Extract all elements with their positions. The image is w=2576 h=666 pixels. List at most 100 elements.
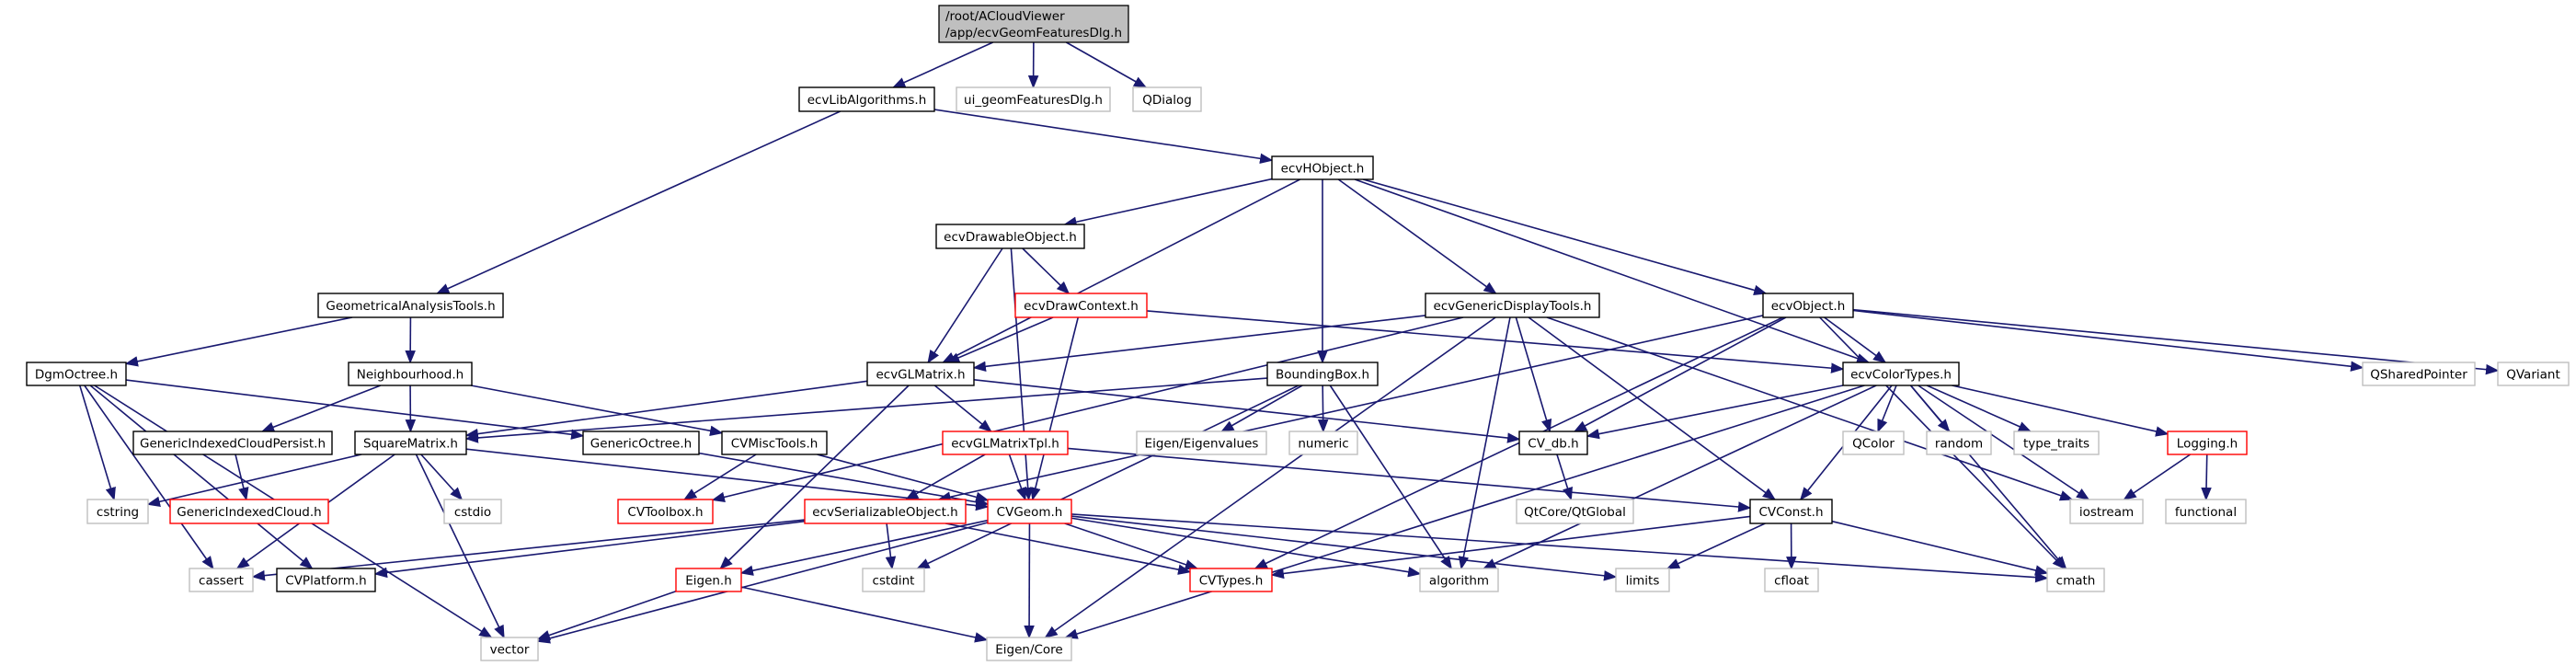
node-box xyxy=(443,499,502,524)
edge-ecvobject-h-to-qsharedpointer xyxy=(1852,309,2364,372)
edge-ecvcolortypes-h-to-eigen-core xyxy=(1064,385,1865,639)
edge-squarematrix-h-to-cvgeom-h xyxy=(465,448,990,511)
node-box xyxy=(2046,568,2105,592)
node-box xyxy=(2497,362,2570,386)
edge-ecvgenericdisplaytools-h-to-ecvglmatrix-h xyxy=(972,315,1426,373)
node-ecvserializableobject-h[interactable]: ecvSerializableObject.h xyxy=(804,499,967,524)
node-box xyxy=(276,568,376,592)
node-ecvcolortypes-h[interactable]: ecvColorTypes.h xyxy=(1842,362,1960,386)
node-cstring: cstring xyxy=(86,499,149,524)
node-cv-db-h[interactable]: CV_db.h xyxy=(1518,431,1588,455)
node-genericoctree-h[interactable]: GenericOctree.h xyxy=(582,431,700,455)
edge-neighbourhood-h-to-genericindexedcloudpersist-h xyxy=(260,385,382,432)
node-box xyxy=(935,224,1085,249)
node-box xyxy=(1425,293,1600,318)
node-box xyxy=(956,86,1111,112)
edge-ecvdrawableobject-h-to-cvgeom-h xyxy=(1010,247,1034,501)
node-box xyxy=(1516,499,1634,524)
node-ecvhobject-h[interactable]: ecvHObject.h xyxy=(1271,155,1374,180)
edge-ecvhobject-h-to-ecvglmatrix-h xyxy=(942,178,1300,363)
node-eigen-h[interactable]: Eigen.h xyxy=(675,568,742,592)
edge-ecvgenericdisplaytools-h-to-iostream xyxy=(1546,316,2074,501)
node-label: Eigen/Core xyxy=(995,643,1063,658)
node-label: algorithm xyxy=(1429,574,1489,589)
node-genericindexedcloud-h[interactable]: GenericIndexedCloud.h xyxy=(169,499,329,524)
edge-cvgeom-h-to-algorithm xyxy=(1070,517,1422,578)
node-label: ecvColorTypes.h xyxy=(1850,368,1952,383)
node-label: ecvGenericDisplayTools.h xyxy=(1434,299,1592,314)
node-box xyxy=(675,568,742,592)
node-label: Eigen.h xyxy=(685,574,732,589)
node-label: CVPlatform.h xyxy=(285,574,366,589)
node-box xyxy=(2013,431,2100,455)
edge-boundingbox-h-to-eigen-eigenvalues xyxy=(1220,385,1303,432)
node-ecvgenericdisplaytools-h[interactable]: ecvGenericDisplayTools.h xyxy=(1425,293,1600,318)
node-genericindexedcloudpersist-h[interactable]: GenericIndexedCloudPersist.h xyxy=(132,431,333,455)
edge-cvconst-h-to-limits xyxy=(1666,522,1766,569)
node-qtcore-qtglobal: QtCore/QtGlobal xyxy=(1516,499,1634,524)
node-algorithm: algorithm xyxy=(1419,568,1499,592)
node-cvplatform-h[interactable]: CVPlatform.h xyxy=(276,568,376,592)
node-cvtypes-h[interactable]: CVTypes.h xyxy=(1189,568,1273,592)
edge-genericindexedcloudpersist-h-to-genericindexedcloud-h xyxy=(235,454,249,501)
node-ecvglmatrix-h[interactable]: ecvGLMatrix.h xyxy=(866,362,975,386)
node-label: iostream xyxy=(2079,505,2134,520)
node-eigen-core: Eigen/Core xyxy=(986,637,1072,661)
node-box xyxy=(1926,431,1992,455)
edge-ecvdrawableobject-h-to-ecvglmatrix-h xyxy=(927,247,1003,364)
node-cmath: cmath xyxy=(2046,568,2105,592)
node-squarematrix-h[interactable]: SquareMatrix.h xyxy=(354,431,467,455)
edge-squarematrix-h-to-vector xyxy=(415,454,505,639)
node-neighbourhood-h[interactable]: Neighbourhood.h xyxy=(348,362,473,386)
node-box xyxy=(986,637,1072,661)
node-cvconst-h[interactable]: CVConst.h xyxy=(1749,499,1833,524)
edge-boundingbox-h-to-squarematrix-h xyxy=(464,377,1268,443)
edge-cv-db-h-to-qtcore-qtglobal xyxy=(1556,454,1573,501)
edge-ecvcolortypes-h-to-qcolor xyxy=(1877,385,1897,433)
node-label: ecvSerializableObject.h xyxy=(812,505,957,520)
node-box xyxy=(1014,293,1148,318)
node-box xyxy=(189,568,254,592)
edge-squarematrix-h-to-cstring xyxy=(146,454,362,507)
node-label: QtCore/QtGlobal xyxy=(1524,505,1626,520)
edge-cvgeom-h-to-vector xyxy=(536,522,989,644)
node-box xyxy=(1518,431,1588,455)
node-dgmoctree-h[interactable]: DgmOctree.h xyxy=(26,362,127,386)
edge-ecvgenericdisplaytools-h-to-cv-db-h xyxy=(1515,316,1552,433)
node-ecvglmatrixtpl-h[interactable]: ecvGLMatrixTpl.h xyxy=(942,431,1069,455)
node-root-file[interactable]: /root/ACloudViewer /app/ecvGeomFeaturesD… xyxy=(938,5,1129,43)
node-ecvobject-h[interactable]: ecvObject.h xyxy=(1762,293,1854,318)
node-ecvlibalgorithms-h[interactable]: ecvLibAlgorithms.h xyxy=(798,86,935,112)
node-box xyxy=(798,86,935,112)
node-cvgeom-h[interactable]: CVGeom.h xyxy=(987,499,1072,524)
node-box xyxy=(2069,499,2144,524)
node-cfloat: cfloat xyxy=(1764,568,1819,592)
node-label: CVMiscTools.h xyxy=(731,437,819,452)
edge-ecvlibalgorithms-h-to-geometricalanalysistools-h xyxy=(435,110,841,294)
node-label: DgmOctree.h xyxy=(35,368,118,383)
node-cvtoolbox-h[interactable]: CVToolbox.h xyxy=(617,499,714,524)
node-ecvdrawcontext-h[interactable]: ecvDrawContext.h xyxy=(1014,293,1148,318)
node-geometricalanalysistools-h[interactable]: GeometricalAnalysisTools.h xyxy=(317,293,504,318)
edge-cvconst-h-to-cmath xyxy=(1831,520,2049,576)
node-label: GenericIndexedCloudPersist.h xyxy=(140,437,326,452)
nodes-layer: /root/ACloudViewer /app/ecvGeomFeaturesD… xyxy=(26,5,2570,661)
node-label: GenericIndexedCloud.h xyxy=(177,505,321,520)
node-label: SquareMatrix.h xyxy=(363,437,458,452)
node-logging-h[interactable]: Logging.h xyxy=(2167,431,2248,455)
edge-cvconst-h-to-cvtypes-h xyxy=(1270,515,1751,580)
node-label: random xyxy=(1935,437,1983,452)
edge-ecvcolortypes-h-to-type-traits xyxy=(1926,385,2032,432)
node-label: Neighbourhood.h xyxy=(357,368,464,383)
node-cvmisctools-h[interactable]: CVMiscTools.h xyxy=(721,431,828,455)
edge-dgmoctree-h-to-genericoctree-h xyxy=(125,379,585,440)
edge-ecvglmatrix-h-to-cv-db-h xyxy=(973,379,1521,443)
edge-ecvcolortypes-h-to-logging-h xyxy=(1952,385,2170,437)
node-label: GeometricalAnalysisTools.h xyxy=(326,299,495,314)
edge-ecvcolortypes-h-to-cv-db-h xyxy=(1586,385,1844,440)
node-box xyxy=(862,568,925,592)
node-ecvdrawableobject-h[interactable]: ecvDrawableObject.h xyxy=(935,224,1085,249)
edge-geometricalanalysistools-h-to-dgmoctree-h xyxy=(124,316,353,367)
edge-dgmoctree-h-to-cstring xyxy=(78,385,116,501)
node-boundingbox-h[interactable]: BoundingBox.h xyxy=(1266,362,1379,386)
